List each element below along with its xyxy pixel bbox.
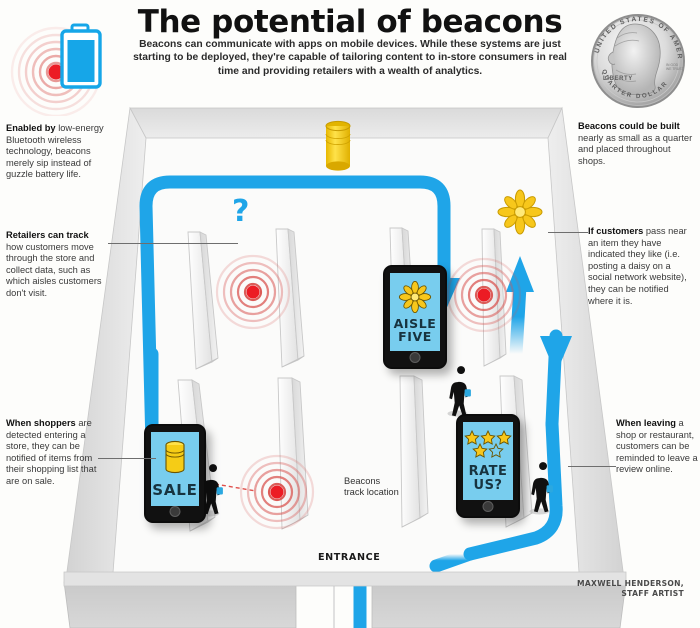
note-battery-lead: Enabled by: [6, 123, 56, 133]
leader-line-leaving: [568, 466, 616, 467]
shopper-silhouette: [529, 462, 553, 515]
quarter-coin-icon: UNITED STATES OF AMERICA QUARTER DOLLAR …: [585, 8, 685, 108]
note-quarter: Beacons could be built nearly as small a…: [578, 121, 698, 167]
front-wall: [63, 571, 627, 628]
phone-line-1: AISLE: [393, 315, 437, 331]
note-leaving-lead: When leaving: [616, 418, 676, 428]
phone-screen: AISLE FIVE: [390, 273, 440, 351]
note-shoppers: When shoppers are detected entering a st…: [6, 418, 98, 488]
daisy-icon: [398, 280, 432, 313]
phone-line-1: RATE: [468, 464, 508, 480]
customer-path-line: [139, 175, 451, 453]
note-battery: Enabled by low-energy Bluetooth wireless…: [6, 123, 110, 181]
phone-home-button[interactable]: [482, 501, 494, 512]
shelf-unit: [275, 228, 305, 368]
beacon-signal: [215, 254, 291, 330]
credit-line-2: STAFF ARTIST: [621, 588, 684, 598]
note-track-body: how customers move through the store and…: [6, 241, 102, 298]
note-track-lead: Retailers can track: [6, 230, 89, 240]
note-shoppers-lead: When shoppers: [6, 418, 76, 428]
phone-screen: RATE US?: [463, 422, 513, 500]
svg-text:IN GOD: IN GOD: [666, 63, 679, 67]
right-loop: [463, 417, 563, 561]
note-battery-body: low-energy Bluetooth wireless technology…: [6, 123, 104, 180]
svg-text:WE TRUST: WE TRUST: [666, 67, 684, 71]
svg-text:LIBERTY: LIBERTY: [603, 76, 633, 82]
note-customers-body: pass near an item they have indicated th…: [588, 226, 687, 306]
note-customers: If customers pass near an item they have…: [588, 226, 696, 307]
phone-sale[interactable]: SALE: [144, 424, 206, 523]
daisy-icon: [497, 189, 543, 235]
phone-rate-us[interactable]: RATE US?: [456, 414, 520, 518]
note-leaving-body: a shop or restaurant, customers can be r…: [616, 418, 698, 475]
beacon-device-icon: [325, 120, 351, 171]
leader-line-customers: [548, 232, 588, 233]
phone-aisle-five[interactable]: AISLE FIVE: [383, 265, 447, 369]
can-icon: [165, 441, 185, 474]
phone-screen: SALE: [151, 432, 199, 506]
beacon-signal: [446, 257, 522, 333]
phone-home-button[interactable]: [409, 352, 421, 363]
phone-home-button[interactable]: [169, 506, 181, 517]
phone-line-2: US?: [473, 477, 503, 493]
note-leaving: When leaving a shop or restaurant, custo…: [616, 418, 698, 476]
phone-line-2: FIVE: [398, 328, 432, 344]
credit-line-1: MAXWELL HENDERSON,: [577, 579, 684, 589]
leader-line-shoppers: [98, 458, 156, 459]
stars-icon: [464, 430, 512, 459]
shelf-unit: [399, 375, 429, 528]
note-shoppers-body: are detected entering a store, they can …: [6, 418, 97, 486]
phone-line-1: SALE: [152, 481, 198, 500]
battery-beacon-icon: [10, 23, 102, 116]
shelf-unit: [187, 231, 219, 370]
note-quarter-lead: Beacons could be built: [578, 121, 680, 131]
note-track: Retailers can track how customers move t…: [6, 230, 106, 300]
note-quarter-body: nearly as small as a quarter and placed …: [578, 132, 693, 166]
entrance-label: ENTRANCE: [318, 552, 381, 563]
beacons-track-location-label: Beacons track location: [344, 476, 399, 498]
page-title: The potential of beacons: [137, 4, 563, 40]
leader-line-track: [108, 243, 238, 244]
shelf-unit: [277, 377, 309, 530]
beacon-signal: [239, 454, 315, 530]
unvisited-aisle-question-mark: ?: [232, 194, 250, 229]
page-deck: Beacons can communicate with apps on mob…: [133, 39, 567, 77]
note-customers-lead: If customers: [588, 226, 644, 236]
artist-credit: MAXWELL HENDERSON, STAFF ARTIST: [577, 579, 684, 598]
